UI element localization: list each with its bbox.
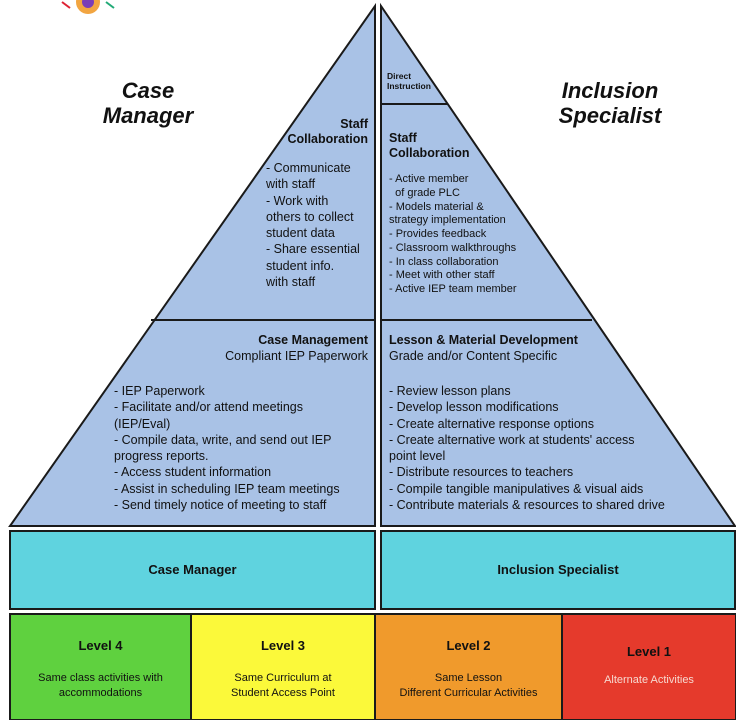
- lesson-material-items: - Review lesson plans - Develop lesson m…: [389, 384, 665, 512]
- right-staff-heading: Staff Collaboration: [389, 131, 470, 160]
- right-staff-items: - Active member of grade PLC - Models ma…: [389, 173, 517, 295]
- level-3: Level 3 Same Curriculum at Student Acces…: [191, 614, 375, 720]
- case-management-subheading: Compliant IEP Paperwork: [225, 349, 368, 363]
- level-3-desc: Same Curriculum at Student Access Point: [231, 672, 335, 699]
- level-4-desc: Same class activities with accommodation…: [38, 672, 163, 699]
- band-left-label: Case Manager: [148, 562, 237, 577]
- band-left: [9, 530, 376, 610]
- pyramid-right-half: [380, 2, 736, 527]
- level-1-box: [561, 613, 736, 720]
- band-right: [380, 530, 736, 610]
- pyramid-left-half: [8, 2, 376, 527]
- level-4: Level 4 Same class activities with accom…: [10, 614, 191, 720]
- lesson-material-subheading: Grade and/or Content Specific: [389, 349, 558, 363]
- right-title: Inclusion Specialist: [558, 78, 662, 129]
- left-title: Case Manager: [102, 78, 194, 129]
- left-staff-items: - Communicate with staff - Work with oth…: [266, 161, 360, 289]
- level-3-title: Level 3: [260, 638, 306, 653]
- level-2-title: Level 2: [446, 638, 491, 653]
- left-staff-heading: Staff Collaboration: [287, 117, 368, 146]
- level-1-desc: Alternate Activities: [604, 674, 694, 686]
- case-management-heading: Case Management: [258, 333, 368, 347]
- case-management-items: - IEP Paperwork - Facilitate and/or atte…: [114, 384, 340, 512]
- level-4-box: [9, 613, 192, 720]
- band-right-label: Inclusion Specialist: [497, 562, 619, 577]
- level-2-desc: Same Lesson Different Curricular Activit…: [399, 672, 538, 699]
- logo-icon: [61, 0, 115, 14]
- level-1-title: Level 1: [626, 644, 672, 659]
- level-1: Level 1 Alternate Activities: [562, 614, 736, 720]
- level-2: Level 2 Same Lesson Different Curricular…: [375, 614, 562, 720]
- level-4-title: Level 4: [78, 638, 123, 653]
- lesson-material-heading: Lesson & Material Development: [389, 333, 578, 347]
- direct-instruction-label: Direct Instruction: [387, 71, 431, 91]
- level-2-box: [374, 613, 563, 720]
- level-3-box: [190, 613, 376, 720]
